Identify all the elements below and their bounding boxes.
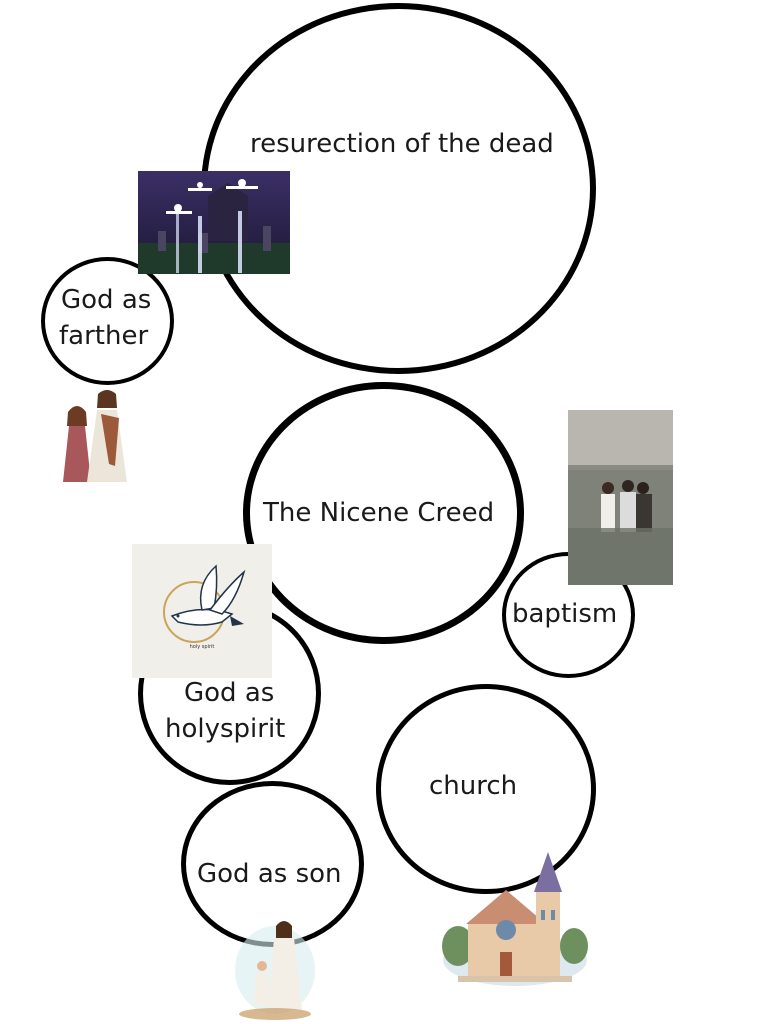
jesus-with-child-icon (230, 906, 320, 1022)
church-label: church (429, 771, 518, 801)
dove-icon: holy spirit (132, 544, 272, 678)
father-circle (41, 257, 174, 385)
resurrection-label: resurection of the dead (250, 129, 554, 159)
jesus-and-woman-icon (57, 386, 135, 483)
father-label-line1: God as (61, 285, 152, 315)
father-label-line2: farther (59, 321, 149, 351)
creed-circle (243, 382, 524, 644)
son-label: God as son (197, 859, 342, 889)
graveyard-ghosts-icon (138, 171, 290, 274)
baptism-label: baptism (512, 599, 618, 629)
church-building-icon (440, 850, 590, 988)
holyspirit-label-line2: holyspirit (165, 714, 286, 744)
dove-caption: holy spirit (189, 644, 215, 650)
holyspirit-label-line1: God as (184, 678, 275, 708)
baptism-in-water-icon (568, 410, 673, 585)
church-circle (376, 684, 596, 894)
creed-label: The Nicene Creed (263, 498, 495, 528)
